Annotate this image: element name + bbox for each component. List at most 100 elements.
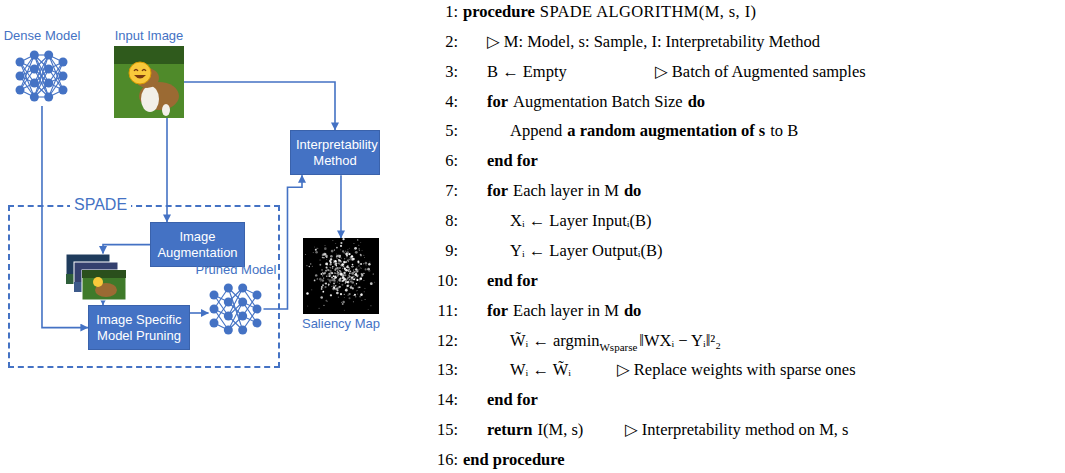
saliency-dot (367, 268, 370, 271)
saliency-dot (353, 270, 354, 271)
saliency-dot (347, 276, 349, 278)
saliency-dot (326, 256, 327, 257)
saliency-dot (321, 273, 323, 275)
network-neuron (253, 319, 262, 328)
image-frame (82, 270, 126, 300)
input-image: Input Image (114, 28, 184, 120)
saliency-dot (339, 267, 341, 269)
saliency-dot (340, 293, 342, 295)
saliency-dot (349, 254, 350, 255)
network-neuron (16, 86, 25, 95)
saliency-dot (339, 255, 340, 256)
saliency-dot (364, 257, 365, 258)
saliency-dot (334, 276, 336, 278)
saliency-dot (348, 269, 349, 270)
saliency-dot (329, 270, 331, 272)
saliency-dot (354, 249, 355, 250)
saliency-dot (360, 242, 361, 243)
code-text: do (624, 180, 641, 202)
saliency-dot (322, 275, 323, 276)
saliency-dot (323, 277, 324, 278)
saliency-dot (355, 268, 357, 270)
saliency-dot (346, 288, 347, 289)
network-neuron (59, 58, 68, 67)
flow-arrow (263, 175, 302, 309)
saliency-dot (332, 267, 333, 268)
saliency-dot (356, 266, 358, 268)
saliency-dot (336, 257, 338, 259)
saliency-dot (342, 280, 344, 282)
saliency-dot (341, 302, 342, 303)
saliency-dot (323, 305, 324, 306)
saliency-dot (348, 259, 350, 261)
code-line: W̃ᵢ ← argminWsparse‖WXᵢ − Yᵢ‖²₂ (510, 330, 721, 353)
saliency-dot (345, 281, 347, 283)
model-icon: Pruned Model (196, 262, 277, 340)
network-neuron (30, 51, 39, 60)
algorithm-line: 13:Wᵢ ← W̃ᵢ▷ Replace weights with sparse… (0, 359, 1065, 381)
saliency-dot (359, 295, 361, 297)
network-neuron (16, 58, 25, 67)
saliency-dot (363, 280, 364, 281)
emoji-eye (134, 70, 138, 72)
saliency-dot (356, 290, 357, 291)
saliency-dot (360, 254, 362, 256)
saliency-dot (319, 278, 322, 281)
saliency-dot (352, 266, 353, 267)
saliency-dot (353, 243, 354, 244)
saliency-dot (347, 284, 349, 286)
saliency-dot (352, 266, 353, 267)
saliency-dot (323, 287, 324, 288)
saliency-dot (345, 253, 348, 256)
saliency-dot (344, 268, 346, 270)
saliency-dot (337, 281, 339, 283)
saliency-dot (348, 253, 350, 255)
saliency-dot (342, 280, 344, 282)
saliency-dot (350, 281, 352, 283)
saliency-dot (363, 273, 364, 274)
arrowhead (99, 246, 107, 254)
saliency-dot (355, 277, 357, 279)
code-line: Appenda random augmentation of sto B (510, 120, 798, 142)
saliency-dot (331, 276, 333, 278)
network-neuron (253, 291, 262, 300)
saliency-dot (322, 257, 324, 259)
saliency-dot (359, 250, 360, 251)
saliency-dot (339, 286, 340, 287)
saliency-dot (338, 279, 341, 282)
saliency-dot (344, 310, 345, 311)
network-neuron (239, 284, 248, 293)
saliency-dot (360, 278, 362, 280)
saliency-dot (322, 255, 323, 256)
code-text: return (487, 419, 533, 441)
saliency-dot (338, 286, 339, 287)
saliency-dot (364, 288, 365, 289)
saliency-dot (353, 301, 354, 302)
saliency-dot (361, 273, 363, 275)
saliency-dot (360, 278, 361, 279)
code-line: ▷ M: Model, s: Sample, I: Interpretabili… (487, 31, 820, 53)
line-number: 16: (408, 449, 458, 471)
saliency-dot (353, 278, 355, 280)
saliency-dot (358, 245, 359, 246)
saliency-dot (321, 279, 324, 282)
saliency-dot (374, 282, 375, 283)
algorithm-line: 7:forEach layer in Mdo (0, 180, 1065, 202)
code-text: end for (487, 270, 538, 292)
saliency-dot (330, 282, 331, 283)
dashed-group: SPADEImage AugmentationImage Specific Mo… (8, 205, 280, 368)
code-line: Xᵢ ← Layer Inputᵢ(B) (510, 210, 651, 232)
saliency-dot (349, 270, 351, 272)
saliency-dot (358, 248, 360, 250)
saliency-dot (332, 240, 333, 241)
code-text: Append (510, 120, 562, 142)
saliency-dot (354, 247, 357, 250)
saliency-dot (324, 286, 326, 288)
saliency-dot (325, 270, 327, 272)
saliency-dot (342, 268, 343, 269)
figure-label: Dense Model (4, 28, 81, 44)
saliency-dot (334, 272, 336, 274)
box-label: Interpretability Method (296, 137, 374, 168)
saliency-dot (335, 281, 336, 282)
algorithm-line: 5:Appenda random augmentation of sto B (0, 120, 1065, 142)
